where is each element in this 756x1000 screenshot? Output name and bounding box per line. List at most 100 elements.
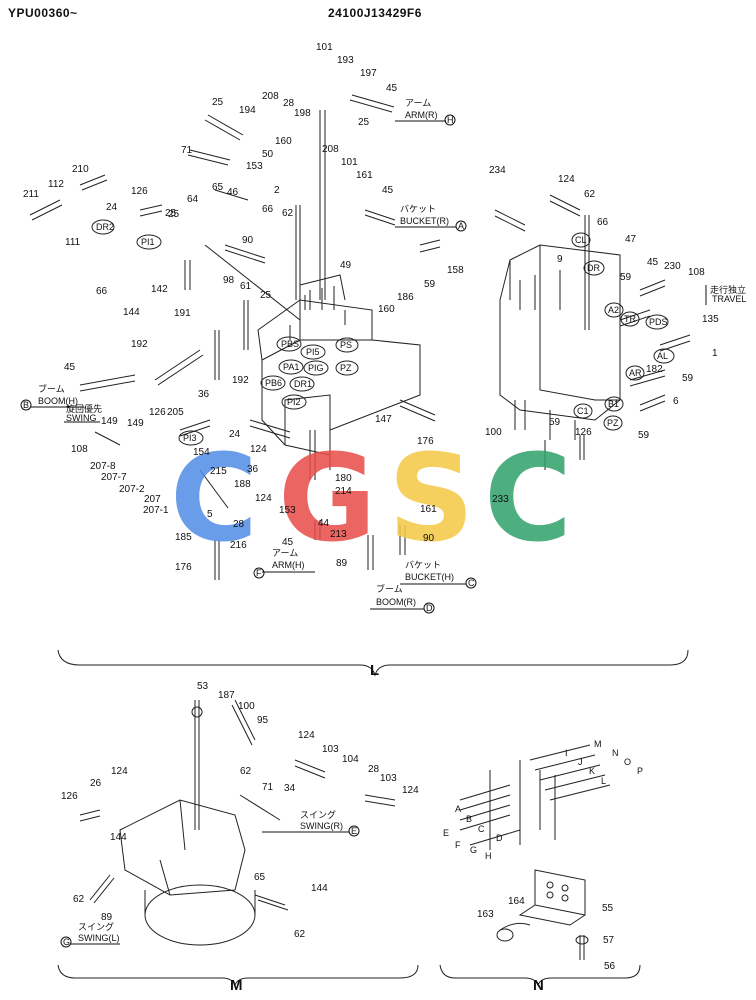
part-m-12: 34 (284, 783, 296, 794)
part-m-19: 65 (254, 872, 266, 883)
part-l-21: 126 (131, 186, 148, 197)
part-l-81: 47 (625, 234, 637, 245)
part-l-16: 65 (212, 182, 224, 193)
part-m-7: 28 (368, 764, 380, 775)
port-label-6: PIG (308, 363, 324, 373)
swing-r-tag: E (351, 826, 357, 836)
part-l-10: 71 (181, 145, 193, 156)
port-label-8: PB6 (265, 378, 282, 388)
port-label-19: B1 (608, 399, 619, 409)
arm-h-tag: F (256, 568, 262, 578)
part-m-6: 104 (342, 754, 359, 765)
watermark-letter-s: S (388, 430, 474, 569)
n-letter-6: G (470, 845, 477, 855)
part-l-50: 207 (144, 494, 161, 505)
part-l-14: 101 (341, 157, 358, 168)
n-letter-3: D (496, 833, 503, 843)
part-m-15: 124 (111, 766, 128, 777)
part-l-19: 161 (356, 170, 373, 181)
part-l-39: 126 (149, 407, 166, 418)
part-n-3: 57 (603, 935, 615, 946)
part-l-63: 153 (279, 505, 296, 516)
part-l-25: 62 (282, 208, 294, 219)
part-l-2: 197 (360, 68, 377, 79)
part-l-28: 98 (223, 275, 235, 286)
part-l-26: 90 (242, 235, 254, 246)
part-l-100: 111 (65, 237, 81, 248)
swing-l-tag: G (63, 937, 70, 947)
n-letter-4: E (443, 828, 449, 838)
part-l-77: 234 (489, 165, 506, 176)
part-n-1: 55 (602, 903, 614, 914)
part-l-34: 191 (174, 308, 191, 319)
n-letter-11: L (601, 776, 606, 786)
n-letter-1: B (466, 814, 472, 824)
part-l-6: 208 (262, 91, 279, 102)
part-l-72: 186 (397, 292, 414, 303)
part-l-91: 6 (673, 396, 679, 407)
part-l-30: 66 (96, 286, 108, 297)
part-l-66: 45 (282, 537, 294, 548)
part-l-70: 49 (340, 260, 352, 271)
watermark: C G S C (170, 430, 572, 569)
port-label-2: PBS (281, 339, 299, 349)
part-l-64: 44 (318, 518, 330, 529)
section-l-bracket (57, 649, 689, 677)
part-l-12: 50 (262, 149, 274, 160)
port-label-5: PA1 (283, 362, 299, 372)
n-letter-8: I (565, 748, 568, 758)
part-l-96: 233 (492, 494, 509, 505)
part-l-97: 211 (23, 189, 39, 200)
part-l-53: 188 (234, 479, 251, 490)
port-markers (91, 219, 675, 446)
part-l-23: 64 (187, 194, 199, 205)
part-l-95: 126 (575, 427, 592, 438)
port-label-12: CL (575, 235, 587, 245)
part-l-40: 205 (167, 407, 184, 418)
part-l-48: 207-7 (101, 472, 127, 483)
part-l-0: 101 (316, 42, 333, 53)
part-l-60: 180 (335, 473, 352, 484)
part-l-13: 208 (322, 144, 339, 155)
part-l-38: 192 (232, 375, 249, 386)
port-label-4: PS (340, 340, 352, 350)
port-label-15: TR (624, 314, 636, 324)
bucket-h-tag: C (468, 578, 475, 588)
part-l-54: 28 (233, 519, 245, 530)
part-l-27: 25 (165, 208, 177, 219)
section-m-bracket (57, 964, 419, 987)
part-l-35: 45 (64, 362, 76, 373)
watermark-letter-c1: C (170, 430, 258, 569)
control-valve-right (499, 215, 621, 470)
part-l-45: 108 (71, 444, 88, 455)
n-letter-5: F (455, 840, 461, 850)
part-l-62: 124 (255, 493, 272, 504)
section-label-m: M (230, 977, 243, 994)
part-l-84: 45 (647, 257, 659, 268)
pipe-fittings (29, 94, 691, 580)
part-m-14: 26 (90, 778, 102, 789)
swing-l-label: SWING(L) (78, 933, 120, 943)
part-l-89: 59 (682, 373, 694, 384)
bucket-h-label: BUCKET(H) (405, 572, 454, 582)
swing-priority-label: SWING (66, 413, 97, 423)
port-label-9: DR1 (294, 379, 312, 389)
section-n-bracket (439, 964, 641, 987)
part-l-88: 1 (712, 348, 718, 359)
travel-jp: 走行独立 (710, 284, 746, 295)
part-m-2: 100 (238, 701, 255, 712)
swing-l-jp: スイング (78, 921, 114, 932)
port-label-16: PDS (649, 317, 668, 327)
part-l-22: 24 (106, 202, 118, 213)
arm-r-jp: アーム (405, 98, 431, 108)
part-l-82: 9 (557, 254, 563, 265)
port-label-21: PZ (607, 418, 619, 428)
bucket-r-tag: A (458, 221, 464, 231)
model-range-label: YPU00360~ (8, 6, 78, 20)
part-l-51: 207-1 (143, 505, 169, 516)
n-letter-7: H (485, 851, 492, 861)
part-l-15: 153 (246, 161, 263, 172)
